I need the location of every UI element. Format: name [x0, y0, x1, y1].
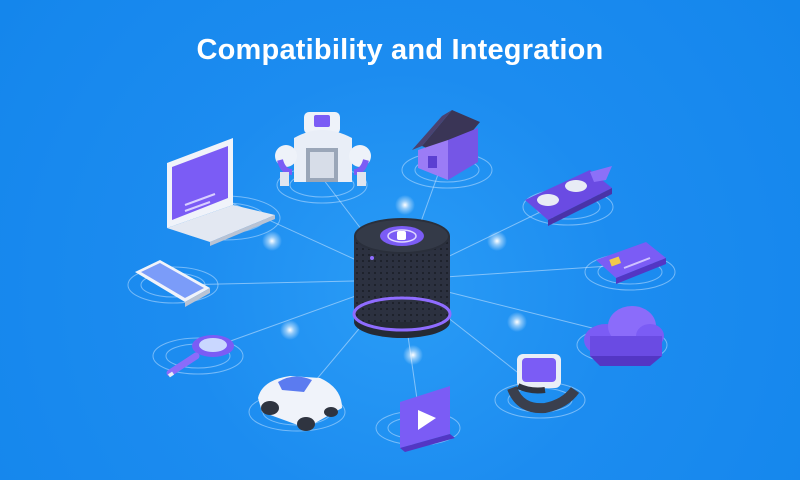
smart-speaker-icon	[352, 218, 452, 338]
car-icon	[258, 376, 342, 431]
credit-card-icon	[596, 242, 666, 284]
game-controller-icon	[525, 166, 612, 226]
page-title: Compatibility and Integration	[196, 34, 604, 66]
smart-home-icon	[412, 110, 480, 180]
robot-icon	[275, 112, 371, 186]
signal-glows	[262, 195, 527, 365]
smartphone-icon	[135, 260, 210, 307]
cloud-icon	[584, 306, 664, 366]
magnifier-icon	[166, 335, 234, 378]
video-player-icon	[400, 386, 455, 452]
laptop-icon	[167, 138, 275, 246]
smartwatch-icon	[507, 354, 580, 414]
